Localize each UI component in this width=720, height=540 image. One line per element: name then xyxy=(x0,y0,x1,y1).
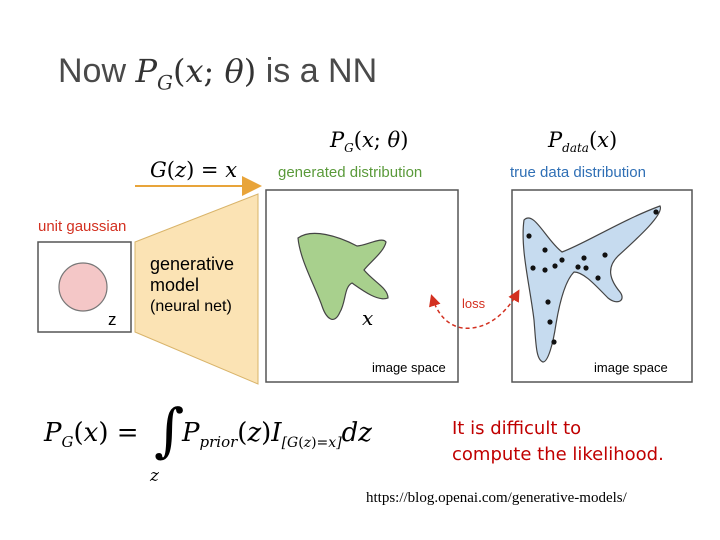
true-distribution-label: true data distribution xyxy=(510,164,646,181)
model-label-line3: (neural net) xyxy=(150,296,234,317)
unit-gaussian-label: unit gaussian xyxy=(38,218,126,235)
loss-label: loss xyxy=(462,296,485,311)
gaussian-circle xyxy=(59,263,107,311)
pdata-label: Pdata(x) xyxy=(548,128,617,155)
likelihood-formula: PG(x) = ∫ z Pprior(z)I[G(z)=x]dz xyxy=(44,402,444,492)
model-label-line2: model xyxy=(150,275,234,296)
source-url[interactable]: https://blog.openai.com/generative-model… xyxy=(366,490,627,507)
note-line2: compute the likelihood. xyxy=(452,442,664,468)
image-space-label-left: image space xyxy=(372,360,446,375)
note-line1: It is difficult to xyxy=(452,416,664,442)
generated-distribution-label: generated distribution xyxy=(278,164,422,181)
pg-label: PG(x; θ) xyxy=(330,128,408,155)
g-z-equals-x: G(z) = x xyxy=(150,158,237,182)
x-label: x xyxy=(362,306,373,330)
model-label-line1: generative xyxy=(150,254,234,275)
model-label: generative model (neural net) xyxy=(150,254,234,317)
image-space-label-right: image space xyxy=(594,360,668,375)
z-label: z xyxy=(108,310,117,330)
likelihood-note: It is difficult to compute the likelihoo… xyxy=(452,416,664,468)
